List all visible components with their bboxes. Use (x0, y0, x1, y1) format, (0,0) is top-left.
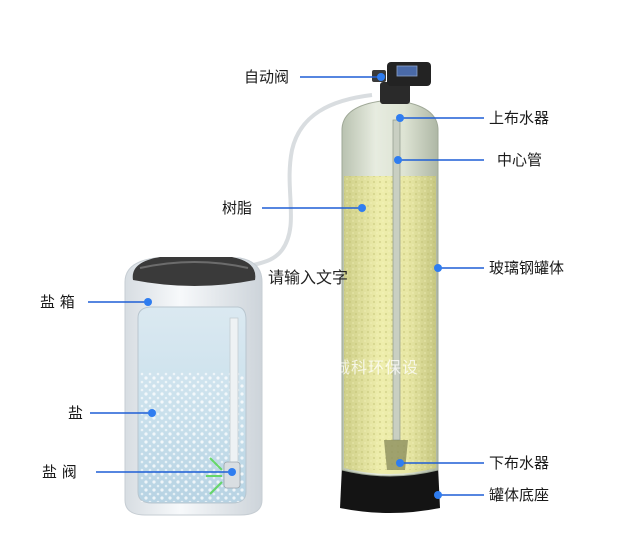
placeholder-text[interactable]: 请输入文字 (268, 268, 349, 287)
label-auto-valve: 自动阀 (244, 68, 290, 86)
label-frp-tank: 玻璃钢罐体 (489, 259, 565, 277)
brine-hose (243, 93, 373, 272)
label-tank-base: 罐体底座 (489, 486, 550, 504)
label-center-pipe: 中心管 (497, 151, 543, 169)
label-lower-distributor: 下布水器 (489, 454, 550, 472)
label-resin: 树脂 (222, 199, 253, 217)
label-brine-tank: 盐 箱 (40, 293, 75, 311)
label-brine-valve: 盐 阀 (42, 463, 77, 481)
label-salt: 盐 (68, 404, 84, 422)
label-upper-distributor: 上布水器 (489, 109, 550, 127)
brine-tank (124, 257, 263, 516)
frp-tank (340, 62, 440, 513)
watermark-text: 诚科环保设 (334, 358, 420, 377)
callouts (88, 73, 484, 499)
